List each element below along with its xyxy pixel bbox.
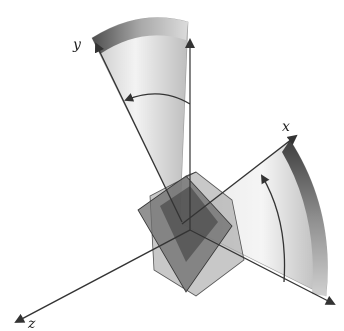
x-axis-label: x (282, 119, 290, 135)
y-axis-label: y (72, 37, 82, 53)
z-axis-label: z (27, 316, 36, 331)
